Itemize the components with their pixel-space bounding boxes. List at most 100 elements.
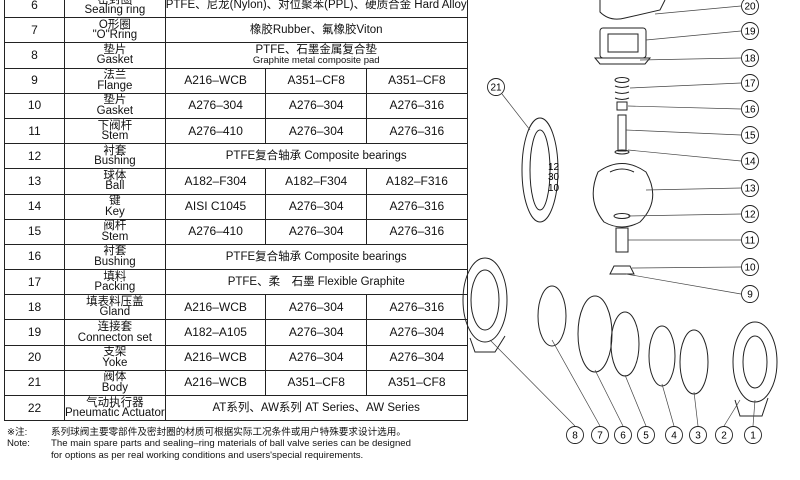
callout-18: 18 <box>741 49 759 67</box>
callout-2: 2 <box>715 426 733 444</box>
o-ring <box>577 295 613 373</box>
material-304: A276–304 <box>265 218 368 245</box>
callout-number: 6 <box>620 431 626 442</box>
part-name-zh: 球体 <box>103 169 127 182</box>
callout-7: 7 <box>591 426 609 444</box>
part-name-en: Sealing ring <box>84 4 146 17</box>
gland-part <box>614 77 630 83</box>
part-number: 7 <box>4 17 65 44</box>
part-name-en: Packing <box>94 281 136 294</box>
part-name-en: Bushing <box>94 255 136 268</box>
material-text: 橡胶Rubber、氟橡胶Viton <box>249 24 383 37</box>
part-name-zh: 垫片 <box>103 94 127 107</box>
callout-number: 5 <box>643 431 649 442</box>
part-name-zh: 填料 <box>103 270 127 283</box>
material-316: A276–316 <box>366 218 468 245</box>
material-all: PTFE、尼龙(Nylon)、对位聚苯(PPL)、硬质合金 Hard Alloy <box>164 0 468 19</box>
material-text: PTFE、柔 石墨 Flexible Graphite <box>227 276 405 289</box>
part-number: 8 <box>4 42 65 69</box>
material-wcb: A182–A105 <box>164 319 267 346</box>
material-304: A182–F304 <box>265 168 368 195</box>
part-name-zh: 垫片 <box>103 43 127 56</box>
part-name-en: Ball <box>105 180 125 193</box>
part-name-zh: 阀杆 <box>103 220 127 233</box>
callout-21: 21 <box>487 78 505 96</box>
flange-lower <box>609 265 635 275</box>
material-all: PTFE复合轴承 Composite bearings <box>164 143 468 170</box>
material-all: PTFE复合轴承 Composite bearings <box>164 243 468 271</box>
callout-11: 11 <box>741 231 759 249</box>
callout-3: 3 <box>689 426 707 444</box>
part-number: 13 <box>4 168 65 195</box>
part-name-en: Stem <box>101 130 129 143</box>
part-name-zh: 支架 <box>103 346 127 359</box>
callout-number: 12 <box>744 210 756 221</box>
right-flange <box>732 321 778 403</box>
material-304: A351–CF8 <box>265 369 368 397</box>
material-text: PTFE复合轴承 Composite bearings <box>225 150 407 163</box>
actuator-bottom <box>599 0 666 20</box>
part-name-zh: 衬套 <box>103 245 127 258</box>
part-number: 18 <box>4 294 65 321</box>
callout-number: 13 <box>744 184 756 195</box>
part-name-en: Connecton set <box>77 331 152 344</box>
note-en-text-1: The main spare parts and sealing–ring ma… <box>51 438 411 450</box>
material-wcb: A216–WCB <box>164 369 267 397</box>
callout-number: 14 <box>744 157 756 168</box>
seat-ring <box>679 329 709 395</box>
part-number: 12 <box>4 143 65 170</box>
part-number: 19 <box>4 319 65 346</box>
material-304: A351–CF8 <box>265 67 368 94</box>
part-number: 21 <box>4 369 65 397</box>
material-wcb: A216–WCB <box>164 344 267 371</box>
callout-number: 15 <box>744 131 756 142</box>
part-number: 10 <box>4 92 65 119</box>
material-316: A276–304 <box>366 319 468 346</box>
part-name-en: Key <box>104 205 125 218</box>
table-row: 6密封圈Sealing ringPTFE、尼龙(Nylon)、对位聚苯(PPL)… <box>4 0 468 19</box>
part-name: O形圈"O"Rring <box>64 17 166 44</box>
bushing-part <box>616 101 628 111</box>
seal-ring <box>537 285 567 347</box>
material-text: PTFE、尼龙(Nylon)、对位聚苯(PPL)、硬质合金 Hard Alloy <box>165 0 467 12</box>
part-name-en: Gasket <box>96 54 134 67</box>
material-wcb: A276–410 <box>164 218 267 245</box>
part-name-zh: 键 <box>109 195 121 208</box>
callout-number: 21 <box>490 83 502 94</box>
material-all: PTFE、柔 石墨 Flexible Graphite <box>164 269 468 296</box>
note-zh-label: ※注: <box>7 427 28 438</box>
part-number: 22 <box>4 394 65 422</box>
material-wcb: AISI C1045 <box>164 193 267 220</box>
part-name-zh: 密封圈 <box>65 0 164 5</box>
part-name: 密封圈Sealing ring <box>64 0 166 19</box>
part-name-zh: 阀体 <box>103 371 127 384</box>
part-name-en: Yoke <box>102 356 128 369</box>
part-name-zh: 气动执行器 <box>86 396 144 409</box>
part-name-en: Flange <box>97 79 133 92</box>
note-en-text-2: for options as per real working conditio… <box>51 449 364 461</box>
part-name-en: Bushing <box>94 155 136 168</box>
body-size-label: 30 <box>548 172 560 183</box>
part-name-en: Pneumatic Actuator <box>65 407 165 420</box>
body-part <box>521 117 559 223</box>
callout-number: 1 <box>750 431 756 442</box>
callout-13: 13 <box>741 179 759 197</box>
callout-14: 14 <box>741 152 759 170</box>
part-name-zh: 下阀杆 <box>97 119 133 132</box>
callout-8: 8 <box>566 426 584 444</box>
callout-4: 4 <box>665 426 683 444</box>
yoke-part <box>599 27 647 59</box>
